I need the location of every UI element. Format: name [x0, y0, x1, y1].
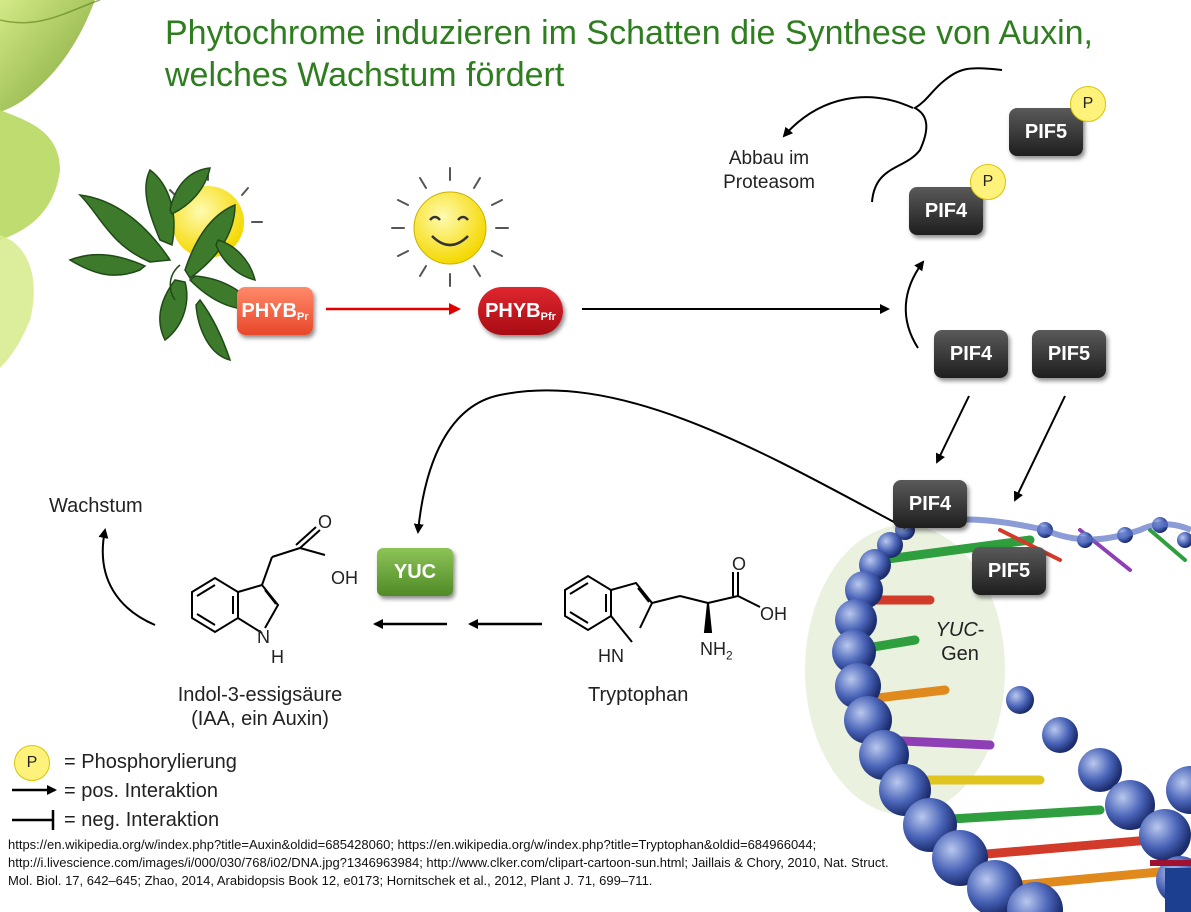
trp-o-label: O: [732, 554, 747, 574]
pif5-phosphorylated-box: PIF5: [1009, 108, 1083, 156]
arrow-pif4-to-phosphorylated: [904, 260, 925, 349]
trp-hn-label: HN: [598, 646, 624, 666]
slide-title: Phytochrome induzieren im Schatten die S…: [165, 12, 1185, 96]
trp-nh2-label: NH2: [700, 639, 733, 663]
university-logo-fragment: [1150, 860, 1191, 912]
pif5-phosphorylated-label: PIF5: [1024, 120, 1068, 143]
tryptophan-structure: [564, 572, 761, 643]
arrow-to-proteasome: [782, 96, 914, 138]
pif4-phosphate-label: P: [982, 173, 994, 190]
legend-positive-text: = pos. Interaktion: [64, 780, 218, 802]
arrow-pif4-to-dna: [935, 395, 970, 464]
iaa-h-label: H: [271, 647, 284, 667]
yuc-enzyme-box: YUC: [377, 548, 453, 596]
legend-phosphate-badge: P: [14, 745, 50, 781]
pif5-bound-box: PIF5: [972, 547, 1046, 595]
growth-label: Wachstum: [49, 495, 143, 517]
dna-helix-illustration: [805, 516, 1191, 912]
pif5-phosphate-badge: P: [1070, 86, 1106, 122]
yuc-gene-italic: YUC: [935, 619, 978, 641]
phyb-pr-label: PHYB: [241, 299, 297, 322]
iaa-line-1: Indol-3-essigsäure: [177, 684, 343, 706]
legend-neg-symbol: [12, 810, 55, 830]
title-line-2: welches Wachstum fördert: [165, 56, 565, 94]
proteasome-line-2: Proteasom: [723, 172, 815, 193]
pif4-bound-label: PIF4: [908, 492, 952, 515]
iaa-o-label: O: [318, 512, 333, 532]
iaa-n-label: N: [257, 627, 270, 647]
yuc-gene-line-2: Gen: [941, 643, 979, 665]
pif4-label: PIF4: [949, 342, 993, 365]
legend-phosphate-label: P: [26, 754, 38, 771]
tryptophan-label: Tryptophan: [588, 684, 689, 706]
phyb-pr-subscript: Pr: [296, 311, 309, 323]
yuc-gene-label: YUC- Gen: [925, 618, 995, 666]
references-text: https://en.wikipedia.org/w/index.php?tit…: [8, 837, 889, 888]
pif5-phosphate-label: P: [1082, 95, 1094, 112]
pif5-label: PIF5: [1047, 342, 1091, 365]
pif4-phosphorylated-label: PIF4: [924, 199, 968, 222]
smiling-sun-icon: [391, 167, 509, 287]
arrow-iaa-to-growth: [98, 528, 156, 626]
arrow-pif5-to-dna: [1013, 395, 1066, 502]
yuc-gene-dash: -: [977, 619, 985, 641]
pif4-phosphorylated-box: PIF4: [909, 187, 983, 235]
trp-oh-label: OH: [760, 604, 787, 624]
iaa-line-2: (IAA, ein Auxin): [191, 708, 329, 730]
plant-illustration: [68, 167, 257, 362]
pif4-bound-box: PIF4: [893, 480, 967, 528]
pif5-bound-label: PIF5: [987, 559, 1031, 582]
pif4-phosphate-badge: P: [970, 164, 1006, 200]
arrow-gene-to-yuc: [413, 389, 906, 534]
iaa-oh-label: OH: [331, 568, 358, 588]
phyb-pfr-label: PHYB: [485, 299, 541, 322]
iaa-name-label: Indol-3-essigsäure (IAA, ein Auxin): [145, 683, 375, 731]
phyb-pfr-subscript: Pfr: [540, 311, 556, 323]
brace-phosphorylated-pifs: [871, 67, 1003, 203]
corner-leaves-illustration: [0, 0, 101, 368]
pif4-box: PIF4: [934, 330, 1008, 378]
yuc-enzyme-label: YUC: [393, 560, 437, 583]
iaa-structure: [191, 526, 326, 634]
legend-phosphorylation-text: = Phosphorylierung: [64, 751, 237, 773]
proteasome-label: Abbau im Proteasom: [710, 147, 828, 195]
pif5-box: PIF5: [1032, 330, 1106, 378]
proteasome-line-1: Abbau im: [728, 148, 810, 169]
title-line-1: Phytochrome induzieren im Schatten die S…: [165, 14, 1093, 52]
legend-negative-text: = neg. Interaktion: [64, 809, 220, 831]
